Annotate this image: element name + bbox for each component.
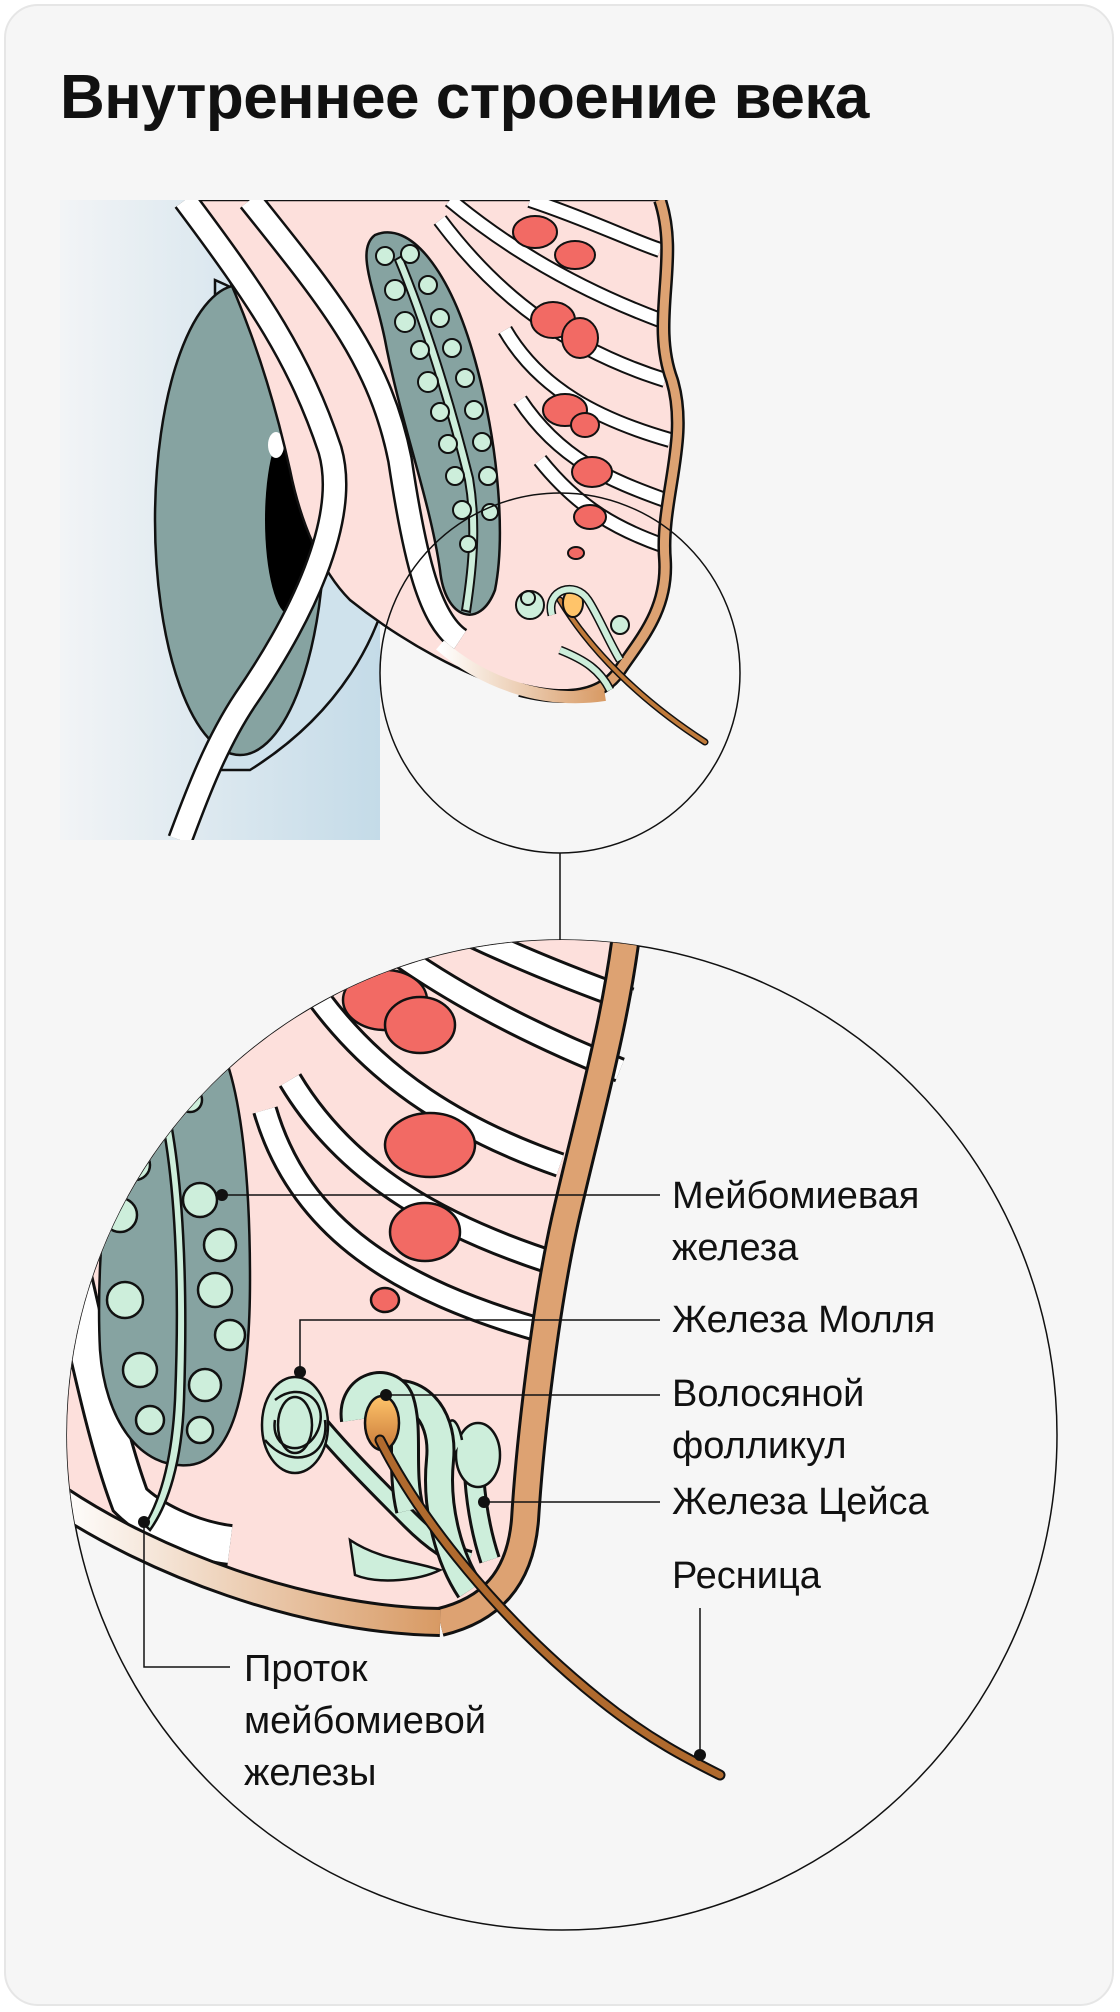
- eye-overview: [60, 200, 705, 840]
- label-meibomian-gland: Мейбомиевая железа: [672, 1170, 919, 1274]
- label-meibomian-duct: Проток мейбомиевой железы: [244, 1643, 486, 1799]
- label-hair-follicle: Волосяной фолликул: [672, 1368, 864, 1472]
- label-moll-gland: Железа Молля: [672, 1294, 935, 1346]
- label-eyelash: Ресница: [672, 1550, 821, 1602]
- label-zeis-gland: Железа Цейса: [672, 1476, 929, 1528]
